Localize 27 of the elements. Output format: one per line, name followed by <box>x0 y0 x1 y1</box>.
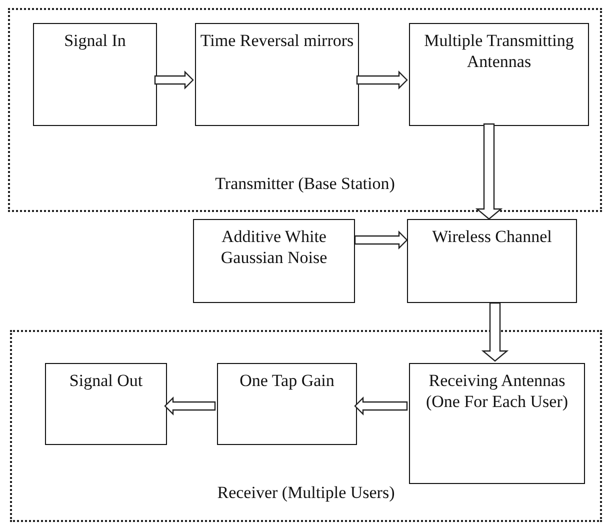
process-box <box>195 23 359 126</box>
process-box <box>193 219 355 303</box>
box-label: Receiving Antennas (One For Each User) <box>424 370 570 412</box>
box-label: Time Reversal mirrors <box>199 30 355 51</box>
block-arrow <box>154 70 194 90</box>
box-label: One Tap Gain <box>238 370 336 391</box>
group-label: Receiver (Multiple Users) <box>216 482 396 503</box>
box-label: Additive White Gaussian Noise <box>220 226 328 268</box>
process-box <box>33 23 157 126</box>
process-box <box>407 219 577 303</box>
process-box <box>409 363 585 484</box>
box-label: Wireless Channel <box>431 226 553 247</box>
block-arrow <box>356 70 408 90</box>
box-label: Multiple Transmitting Antennas <box>423 30 575 72</box>
block-arrow <box>481 302 509 362</box>
box-label: Signal Out <box>68 370 144 391</box>
process-box <box>217 363 357 445</box>
group-label: Transmitter (Base Station) <box>214 173 396 194</box>
dotted-group-frame <box>8 8 602 212</box>
block-arrow <box>475 123 503 220</box>
block-arrow <box>164 396 216 416</box>
block-arrow <box>354 396 408 416</box>
block-arrow <box>354 230 408 250</box>
dotted-group-frame <box>10 330 602 522</box>
box-label: Signal In <box>63 30 127 51</box>
process-box <box>45 363 167 445</box>
process-box <box>409 23 589 126</box>
